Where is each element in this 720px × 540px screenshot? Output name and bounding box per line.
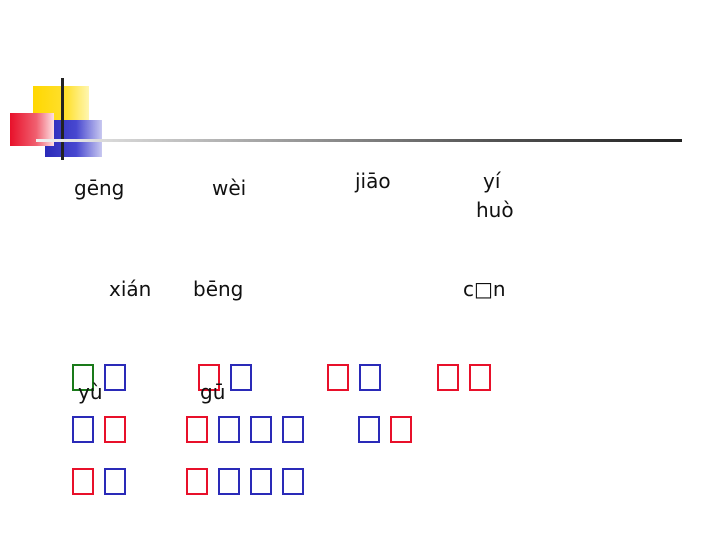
missing-glyph-box (250, 416, 272, 443)
missing-glyph-box (282, 416, 304, 443)
missing-glyph-box (218, 416, 240, 443)
missing-glyph-box (104, 468, 126, 495)
missing-glyph-box (282, 468, 304, 495)
missing-glyph-box (198, 364, 220, 391)
pinyin-yi: yí (483, 169, 501, 193)
vocabulary-word (186, 416, 304, 443)
missing-glyph-box (390, 416, 412, 443)
missing-glyph-box (358, 416, 380, 443)
missing-glyph-box (186, 416, 208, 443)
pinyin-xian: xián (109, 277, 152, 301)
pinyin-geng: gēng (74, 176, 125, 200)
horizontal-rule-decoration (36, 139, 682, 142)
vocabulary-word (72, 416, 126, 443)
missing-glyph-box (104, 416, 126, 443)
pinyin-gu: gū (200, 380, 226, 404)
pinyin-jiao: jiāo (355, 169, 391, 193)
missing-glyph-box (72, 468, 94, 495)
vocabulary-word (72, 468, 126, 495)
vocabulary-word (327, 364, 381, 391)
missing-glyph-box (218, 468, 240, 495)
missing-glyph-box (469, 364, 491, 391)
missing-glyph-box (72, 364, 94, 391)
missing-glyph-box (250, 468, 272, 495)
vocabulary-word (358, 416, 412, 443)
vocabulary-word (186, 468, 304, 495)
vocabulary-word (72, 364, 126, 391)
vertical-rule-decoration (61, 78, 64, 160)
pinyin-huo: huò (476, 198, 514, 222)
missing-glyph-box (72, 416, 94, 443)
pinyin-beng: bēng (193, 277, 244, 301)
missing-glyph-box (230, 364, 252, 391)
missing-glyph-box (359, 364, 381, 391)
pinyin-cun: c□n (463, 277, 506, 301)
missing-glyph-box (186, 468, 208, 495)
blue-square-decoration (45, 120, 102, 157)
vocabulary-word (198, 364, 252, 391)
pinyin-wei: wèi (212, 176, 247, 200)
missing-glyph-box (104, 364, 126, 391)
missing-glyph-box (437, 364, 459, 391)
vocabulary-word (437, 364, 491, 391)
pinyin-yu: yù (78, 380, 103, 404)
missing-glyph-box (327, 364, 349, 391)
